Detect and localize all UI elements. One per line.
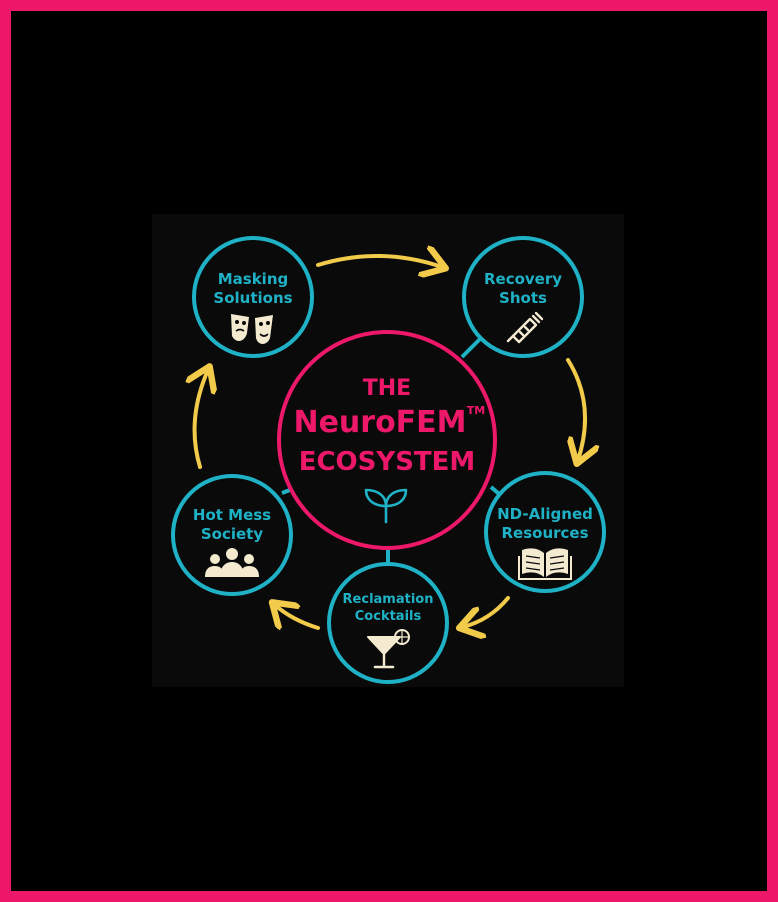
node-masking-solutions: Masking Solutions [192,236,314,358]
theater-masks-icon [231,314,273,344]
arrow-reclamation-to-hotmess [275,605,320,628]
node-nd-line1: ND-Aligned [497,505,593,523]
connector-hotmess [281,488,291,495]
syringe-icon [506,311,544,344]
node-masking-line2: Solutions [213,289,292,307]
arrow-nd-to-reclamation [463,596,510,627]
node-recovery-line1: Recovery [484,270,562,288]
arrow-hotmess-to-masking [195,370,208,469]
cocktail-icon [367,629,410,669]
center-title-brand: NeuroFEM [293,405,466,440]
node-hot-mess-society: Hot Mess Society [171,474,293,596]
cycle-arrows [195,256,585,628]
center-title-the: THE [363,376,411,401]
node-reclamation-cocktails: Reclamation Cocktails [327,562,449,684]
node-nd-aligned-resources: ND-Aligned Resources [484,471,606,593]
node-recovery-line2: Shots [499,289,547,307]
open-book-icon [518,548,572,580]
node-recovery-shots: Recovery Shots [462,236,584,358]
center-title-trademark: TM [467,404,485,417]
node-reclamation-line2: Cocktails [355,609,422,624]
arrow-recovery-to-nd [568,358,585,460]
sprout-icon [364,488,408,524]
node-hotmess-line2: Society [201,525,263,543]
center-title-brand-text: NeuroFEM [293,405,466,440]
node-masking-line1: Masking [218,270,289,288]
center-hub: THE NeuroFEM TM ECOSYSTEM [277,330,497,550]
people-group-icon [205,548,259,577]
connector-recovery [460,337,482,359]
node-hotmess-line1: Hot Mess [193,506,271,524]
center-title-ecosystem: ECOSYSTEM [299,447,476,477]
node-reclamation-line1: Reclamation [343,592,434,607]
node-nd-line2: Resources [501,524,588,542]
arrow-masking-to-recovery [316,256,442,267]
